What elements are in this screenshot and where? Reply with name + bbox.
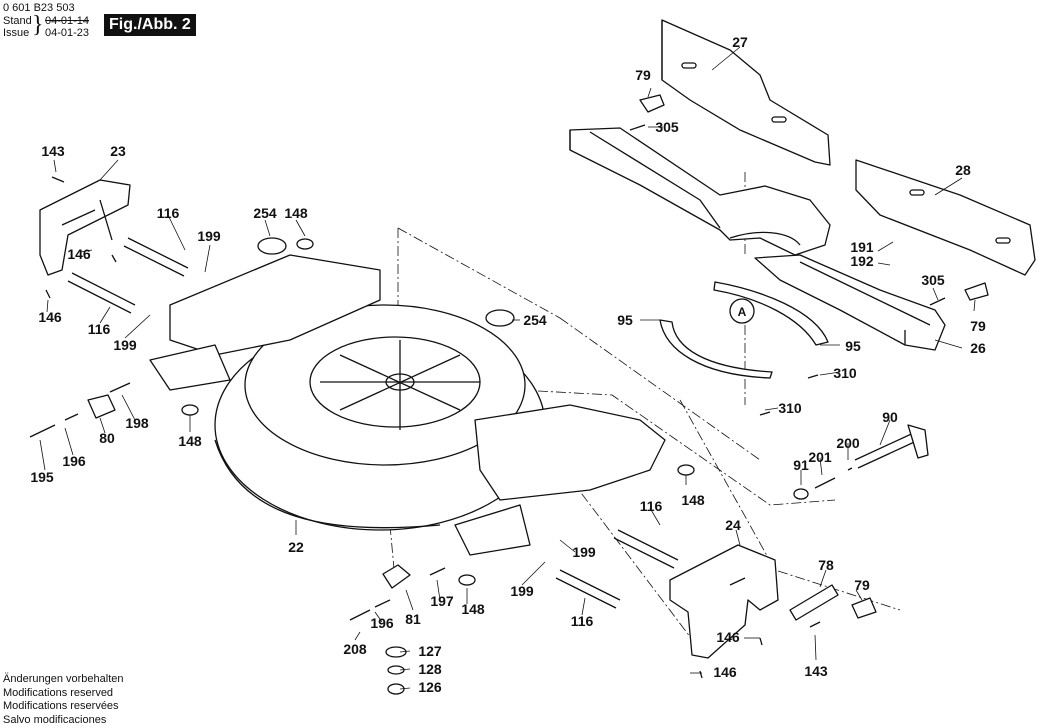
guide-plate-95 bbox=[659, 281, 829, 379]
callout-label-146: 146 bbox=[67, 246, 91, 262]
callout-label-148: 148 bbox=[461, 601, 485, 617]
callout-label-148: 148 bbox=[284, 205, 308, 221]
callout-label-305: 305 bbox=[921, 272, 945, 288]
callout-label-116: 116 bbox=[88, 321, 111, 337]
handle-90 bbox=[854, 424, 929, 469]
callout-label-146: 146 bbox=[38, 309, 62, 325]
callout-label-201: 201 bbox=[808, 449, 832, 465]
callout-label-143: 143 bbox=[804, 663, 828, 679]
callout-label-78: 78 bbox=[818, 557, 834, 573]
callout-label-146: 146 bbox=[713, 664, 737, 680]
callout-label-254: 254 bbox=[523, 312, 547, 328]
callout-label-199: 199 bbox=[113, 337, 137, 353]
callout-label-23: 23 bbox=[110, 143, 126, 159]
callout-label-199: 199 bbox=[572, 544, 596, 560]
callout-label-128: 128 bbox=[418, 661, 442, 677]
callout-label-116: 116 bbox=[157, 205, 180, 221]
callout-label-195: 195 bbox=[30, 469, 54, 485]
callout-label-148: 148 bbox=[681, 492, 705, 508]
brace-icon: } bbox=[32, 12, 44, 38]
stand-date: 04-01-14 bbox=[45, 15, 90, 27]
callout-label-27: 27 bbox=[732, 34, 748, 50]
callout-label-192: 192 bbox=[850, 253, 874, 269]
callout-label-200: 200 bbox=[836, 435, 860, 451]
detail-marker-circle bbox=[729, 298, 755, 324]
callout-label-26: 26 bbox=[970, 340, 986, 356]
callout-label-199: 199 bbox=[510, 583, 534, 599]
leader-lines bbox=[39, 46, 976, 690]
note-de: Änderungen vorbehalten bbox=[3, 673, 124, 685]
callout-label-79: 79 bbox=[854, 577, 870, 593]
callout-label-305: 305 bbox=[655, 119, 679, 135]
note-fr: Modifications reservées bbox=[3, 700, 119, 712]
callout-label-310: 310 bbox=[833, 365, 857, 381]
fasteners bbox=[29, 94, 989, 695]
callout-label-143: 143 bbox=[41, 143, 65, 159]
callout-label-199: 199 bbox=[197, 228, 221, 244]
callout-label-310: 310 bbox=[778, 400, 802, 416]
callout-label-148: 148 bbox=[178, 433, 202, 449]
callout-label-196: 196 bbox=[62, 453, 86, 469]
turntable-22 bbox=[149, 254, 666, 556]
note-es: Salvo modificaciones bbox=[3, 713, 107, 726]
fence-base-left bbox=[569, 127, 831, 256]
callout-label-90: 90 bbox=[882, 409, 898, 425]
fence-base-right bbox=[754, 254, 946, 351]
end-cap-24 bbox=[669, 544, 779, 659]
callout-label-126: 126 bbox=[418, 679, 442, 695]
callout-label-79: 79 bbox=[970, 318, 986, 334]
callout-label-95: 95 bbox=[845, 338, 861, 354]
callout-label-81: 81 bbox=[405, 611, 421, 627]
fence-plate-27 bbox=[661, 19, 831, 166]
callout-label-191: 191 bbox=[850, 239, 874, 255]
callout-label-24: 24 bbox=[725, 517, 741, 533]
callout-label-198: 198 bbox=[125, 415, 149, 431]
bracket-78 bbox=[789, 584, 839, 621]
document-number: 0 601 B23 503 bbox=[3, 2, 75, 14]
fence-plate-28 bbox=[855, 159, 1036, 276]
callout-label-116: 116 bbox=[571, 613, 594, 629]
callout-label-196: 196 bbox=[370, 615, 394, 631]
callout-label-197: 197 bbox=[430, 593, 454, 609]
callout-label-95: 95 bbox=[617, 312, 633, 328]
end-cap-23 bbox=[39, 179, 131, 276]
issue-date: 04-01-23 bbox=[45, 27, 90, 39]
callout-label-28: 28 bbox=[955, 162, 971, 178]
stand-label: Stand bbox=[3, 15, 32, 27]
callout-label-208: 208 bbox=[343, 641, 367, 657]
callout-label-116: 116 bbox=[640, 498, 663, 514]
note-en: Modifications reserved bbox=[3, 686, 114, 699]
callout-label-91: 91 bbox=[793, 457, 809, 473]
callout-label-79: 79 bbox=[635, 67, 651, 83]
callout-label-22: 22 bbox=[288, 539, 304, 555]
notes-block: Änderungen vorbehalten Modifications res… bbox=[3, 673, 123, 727]
detail-marker-label: A bbox=[738, 305, 747, 319]
callout-label-127: 127 bbox=[418, 643, 442, 659]
callout-label-146: 146 bbox=[716, 629, 740, 645]
issue-label: Issue bbox=[3, 27, 30, 39]
callout-label-254: 254 bbox=[253, 205, 277, 221]
callout-label-80: 80 bbox=[99, 430, 115, 446]
rods-116 bbox=[67, 237, 679, 609]
figure-label: Fig./Abb. 2 bbox=[104, 14, 196, 36]
